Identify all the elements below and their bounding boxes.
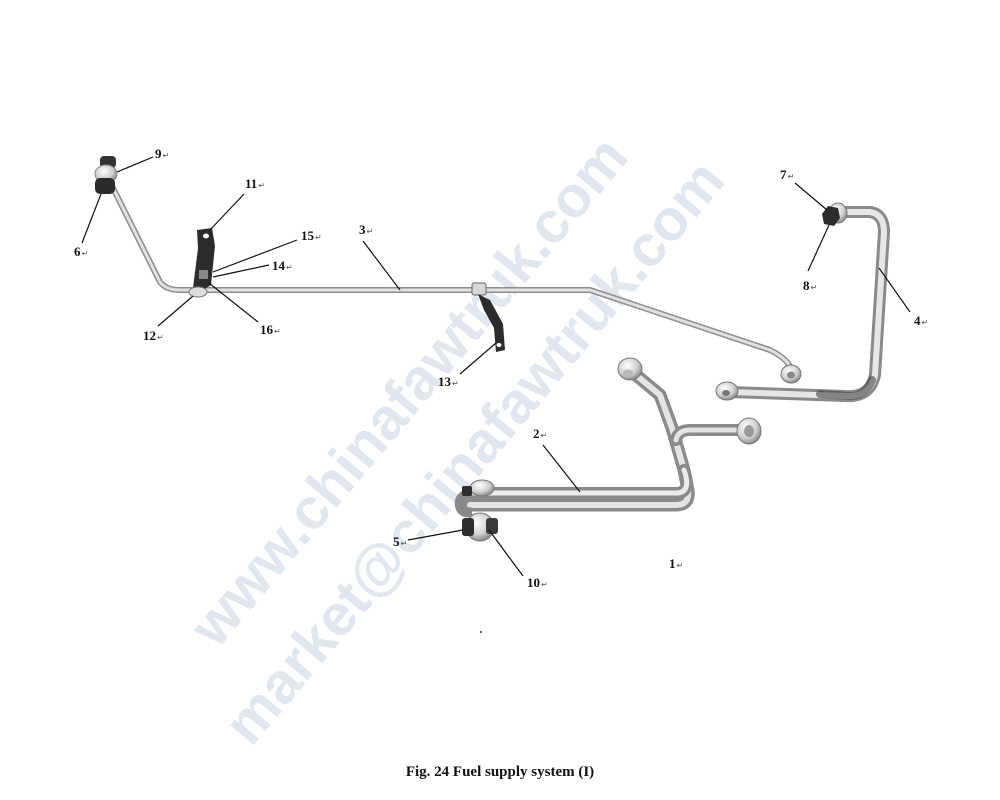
callout-12: 12↵ <box>143 329 164 342</box>
callout-5: 5↵ <box>393 535 407 548</box>
callout-label: 16 <box>260 322 273 337</box>
callout-label: 15 <box>301 228 314 243</box>
callout-13: 13↵ <box>438 375 459 388</box>
fitting-9-6 <box>94 156 118 194</box>
callout-label: 9 <box>155 146 162 161</box>
callout-label: 2 <box>533 426 540 441</box>
callout-1: 1↵ <box>669 557 683 570</box>
callout-15: 15↵ <box>301 229 322 242</box>
callout-9: 9↵ <box>155 147 169 160</box>
callout-14: 14↵ <box>272 259 293 272</box>
paragraph-mark: ↵ <box>452 379 459 388</box>
paragraph-mark: ↵ <box>810 283 818 292</box>
paragraph-mark: ↵ <box>81 249 89 258</box>
paragraph-mark: ↵ <box>366 227 374 236</box>
callout-3: 3↵ <box>359 223 373 236</box>
callout-7: 7↵ <box>780 168 794 181</box>
callout-label: 11 <box>245 176 258 191</box>
fuel-pipe-4 <box>715 202 890 403</box>
callout-10: 10↵ <box>527 576 548 589</box>
paragraph-mark: ↵ <box>787 172 795 181</box>
fuel-pipe-2 <box>454 357 762 542</box>
callout-8: 8↵ <box>803 279 817 292</box>
paragraph-mark: ↵ <box>676 561 684 570</box>
paragraph-mark: ↵ <box>540 431 548 440</box>
callout-11: 11↵ <box>245 177 265 190</box>
callout-16: 16↵ <box>260 323 281 336</box>
paragraph-mark: ↵ <box>286 263 293 272</box>
paragraph-mark: ↵ <box>315 233 322 242</box>
paragraph-mark: ↵ <box>921 318 929 327</box>
paragraph-mark: ↵ <box>274 327 281 336</box>
bracket-13 <box>471 282 505 352</box>
figure-caption: Fig. 24 Fuel supply system (I) <box>405 764 595 780</box>
paragraph-mark: ↵ <box>541 580 548 589</box>
stray-dot <box>480 631 482 633</box>
callout-label: 14 <box>272 258 285 273</box>
callout-label: 1 <box>669 556 676 571</box>
paragraph-mark: ↵ <box>162 151 170 160</box>
paragraph-mark: ↵ <box>400 539 408 548</box>
leader-lines <box>81 156 911 577</box>
paragraph-mark: ↵ <box>157 333 164 342</box>
callout-label: 7 <box>780 167 787 182</box>
callout-label: 12 <box>143 328 156 343</box>
callout-label: 8 <box>803 278 810 293</box>
callout-label: 13 <box>438 374 451 389</box>
callout-6: 6↵ <box>74 245 88 258</box>
callout-2: 2↵ <box>533 427 547 440</box>
callout-label: 6 <box>74 244 81 259</box>
bracket-11 <box>188 228 215 298</box>
callout-label: 10 <box>527 575 540 590</box>
callout-label: 5 <box>393 534 400 549</box>
callout-label: 3 <box>359 222 366 237</box>
fuel-pipe-3 <box>105 175 802 384</box>
paragraph-mark: ↵ <box>258 181 265 190</box>
callout-label: 4 <box>914 313 921 328</box>
callout-4: 4↵ <box>914 314 928 327</box>
